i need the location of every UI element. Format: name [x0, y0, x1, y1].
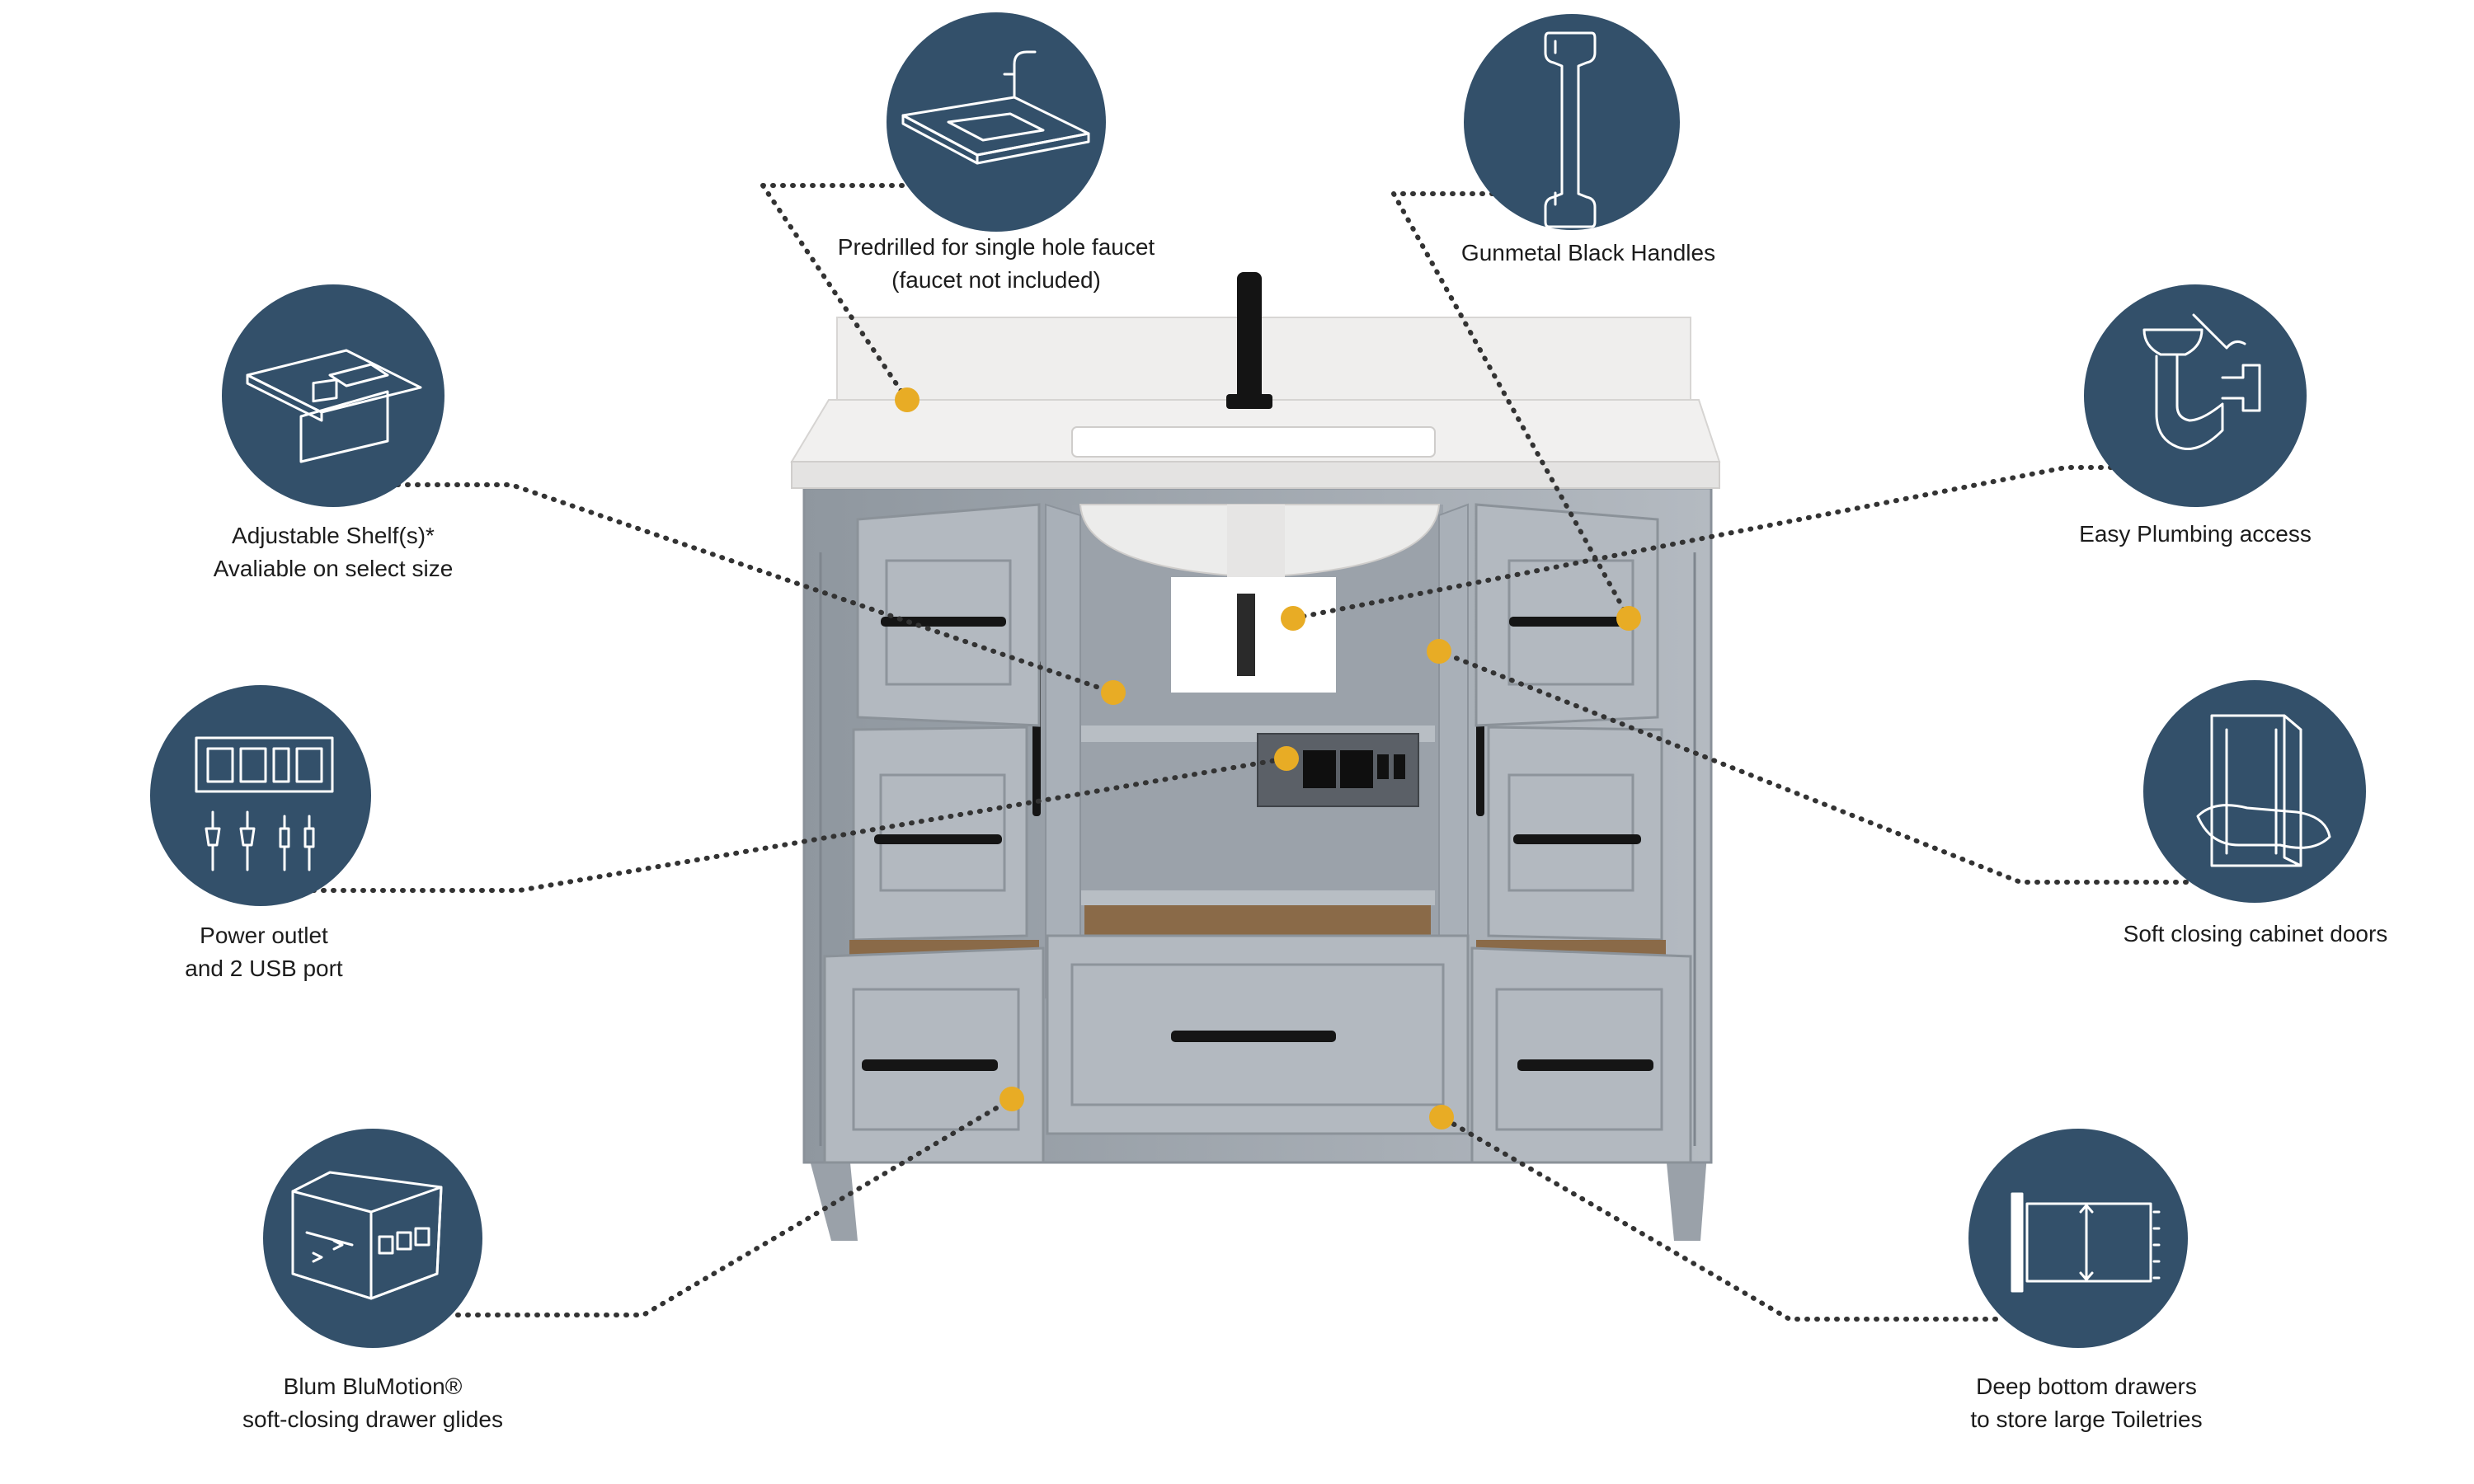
- feature-label-shelf-line-2: Avaliable on select size: [213, 556, 454, 581]
- right-drawer-column: [1470, 503, 1692, 1164]
- leader-line-faucet: [760, 183, 910, 402]
- feature-label-power-line-1: Power outlet: [200, 923, 328, 948]
- sink-basin: [1071, 426, 1436, 458]
- feature-label-deep-line-1: Deep bottom drawers: [1976, 1374, 2197, 1399]
- feature-label-faucet: Predrilled for single hole faucet (fauce…: [790, 231, 1202, 297]
- feature-label-faucet-line-2: (faucet not included): [891, 267, 1101, 293]
- feature-label-faucet-line-1: Predrilled for single hole faucet: [837, 234, 1155, 260]
- leader-line-power: [311, 756, 1289, 893]
- feature-markers: [895, 387, 1641, 1129]
- feature-label-plumbing-line-1: Easy Plumbing access: [2079, 521, 2312, 547]
- feature-marker-deep: [1429, 1105, 1454, 1129]
- vanity-illustration: [790, 272, 1721, 1241]
- feature-marker-softclose: [1427, 639, 1451, 664]
- feature-label-deep-line-2: to store large Toiletries: [1970, 1407, 2203, 1432]
- feature-label-shelf: Adjustable Shelf(s)* Avaliable on select…: [168, 519, 498, 585]
- leader-line-deep: [1439, 1115, 1998, 1322]
- feature-label-power-line-2: and 2 USB port: [185, 956, 343, 981]
- adjustable-shelf-icon: [222, 284, 444, 507]
- left-drawer-column: [823, 503, 1045, 1164]
- faucet: [1237, 272, 1262, 404]
- cabinet-leg-right: [1666, 1154, 1707, 1241]
- feature-label-deep: Deep bottom drawers to store large Toile…: [1905, 1370, 2268, 1436]
- feature-label-shelf-line-1: Adjustable Shelf(s)*: [232, 523, 435, 548]
- leader-line-handles: [1389, 191, 1631, 621]
- cabinet-door-right: [1438, 503, 1469, 999]
- feature-marker-shelf: [1101, 680, 1126, 705]
- feature-marker-power: [1274, 746, 1299, 771]
- feature-label-glides-line-2: soft-closing drawer glides: [242, 1407, 503, 1432]
- leader-line-glides: [455, 1097, 1014, 1317]
- feature-label-plumbing: Easy Plumbing access: [2030, 518, 2360, 551]
- cabinet-leg-left: [808, 1154, 858, 1241]
- feature-marker-faucet: [895, 387, 920, 412]
- soft-close-door-icon: [2143, 680, 2366, 903]
- feature-label-handles-line-1: Gunmetal Black Handles: [1460, 240, 1716, 265]
- feature-label-glides: Blum BluMotion® soft-closing drawer glid…: [191, 1370, 554, 1436]
- feature-label-softclose: Soft closing cabinet doors: [2070, 918, 2441, 951]
- feature-label-softclose-line-1: Soft closing cabinet doors: [2123, 921, 2388, 946]
- feature-label-handles: Gunmetal Black Handles: [1407, 237, 1770, 270]
- feature-icons: [150, 12, 2366, 1348]
- drawer-glide-icon: [263, 1129, 482, 1348]
- power-outlet-usb-icon: [150, 685, 371, 906]
- feature-marker-handles: [1616, 606, 1641, 631]
- leader-lines: [311, 183, 2208, 1322]
- feature-label-glides-line-1: Blum BluMotion®: [283, 1374, 463, 1399]
- deep-drawer-icon: [1968, 1129, 2188, 1348]
- plumbing-wrench-icon: [2084, 284, 2307, 507]
- leader-line-softclose: [1437, 649, 2208, 885]
- leader-line-shelf: [385, 482, 1116, 695]
- feature-marker-plumbing: [1281, 606, 1305, 631]
- feature-label-power: Power outlet and 2 USB port: [107, 919, 421, 985]
- feature-marker-glides: [999, 1087, 1024, 1111]
- cabinet-handle-icon: [1464, 14, 1680, 230]
- countertop-faucet-icon: [887, 12, 1106, 232]
- cabinet-door-left: [1045, 503, 1081, 999]
